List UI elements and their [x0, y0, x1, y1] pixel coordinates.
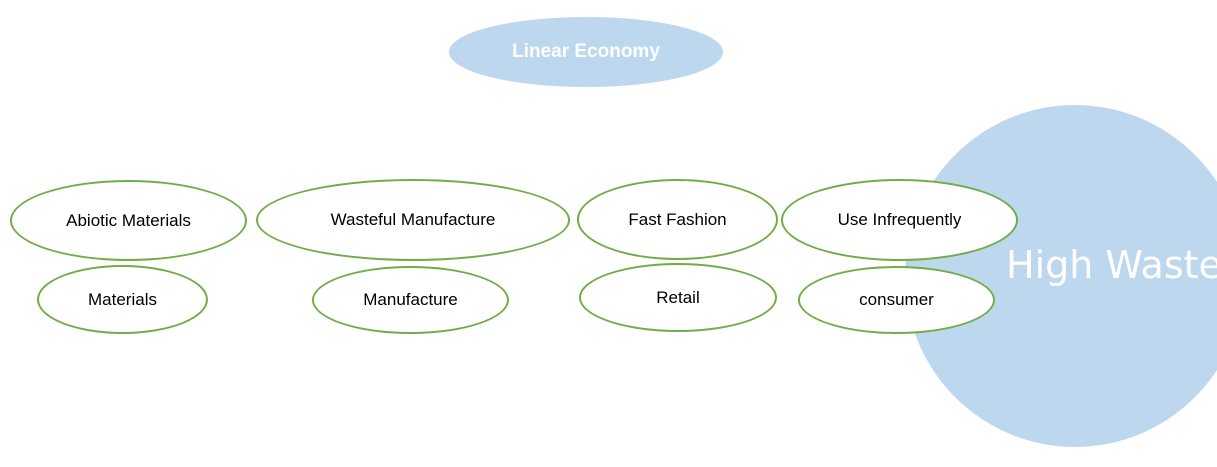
diagram-title: Linear Economy: [512, 41, 660, 62]
attribute-label-manufacture: Wasteful Manufacture: [330, 210, 496, 229]
attribute-label-consumer: Use Infrequently: [837, 210, 962, 229]
stage-node-consumer: consumer: [798, 266, 995, 334]
attribute-node-manufacture: Wasteful Manufacture: [256, 179, 570, 261]
high-waste-label: High Waste: [1006, 243, 1217, 287]
stage-node-materials: Materials: [37, 265, 208, 334]
stage-label-materials: Materials: [88, 289, 157, 309]
stage-node-manufacture: Manufacture: [312, 266, 509, 334]
linear-economy-title-ellipse: Linear Economy: [449, 17, 723, 87]
attribute-node-retail: Fast Fashion: [577, 179, 778, 260]
attribute-node-materials: Abiotic Materials: [10, 180, 247, 261]
stage-node-retail: Retail: [579, 263, 777, 332]
attribute-label-retail: Fast Fashion: [628, 209, 727, 229]
stage-label-manufacture: Manufacture: [363, 290, 458, 309]
attribute-label-materials: Abiotic Materials: [66, 210, 191, 230]
attribute-node-consumer: Use Infrequently: [781, 179, 1018, 261]
stage-label-retail: Retail: [656, 287, 700, 307]
stage-label-consumer: consumer: [859, 290, 934, 309]
